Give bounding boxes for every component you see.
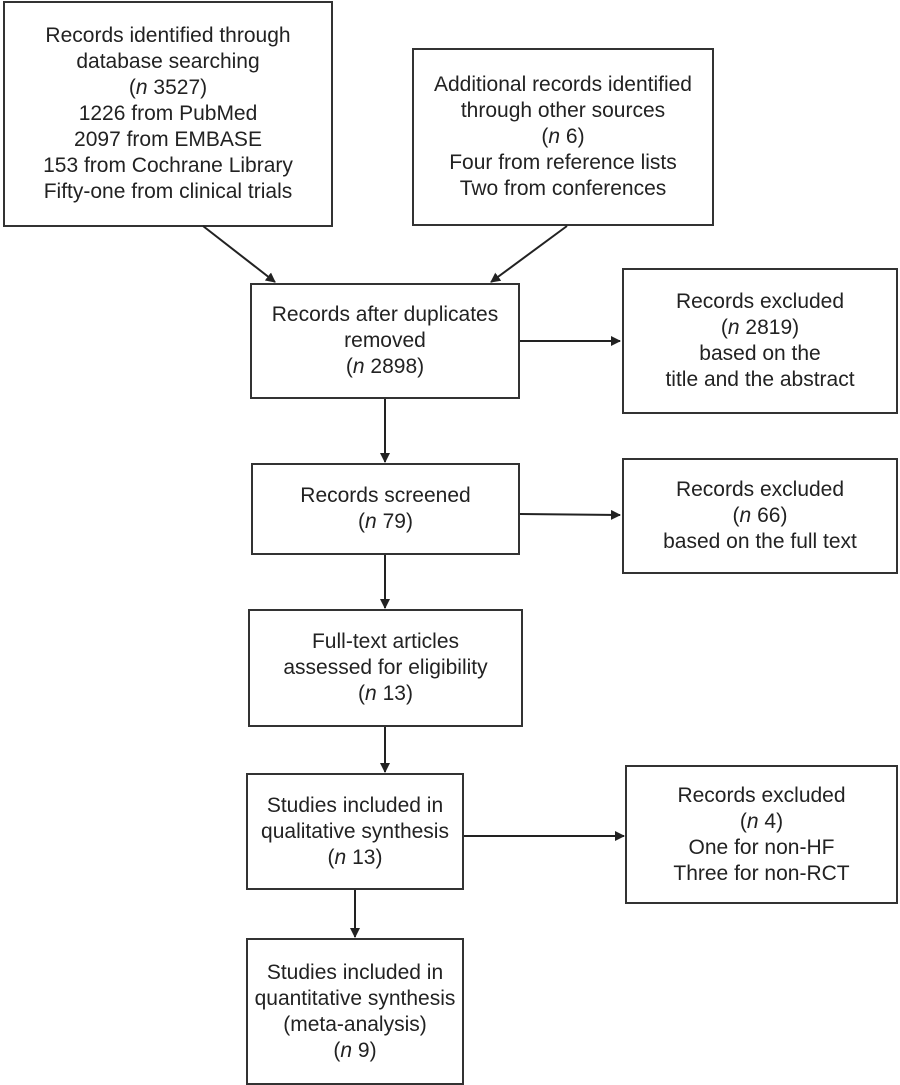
box-text: quantitative synthesis	[254, 986, 456, 1010]
arrow-screened-to-excluded	[519, 509, 621, 520]
box-quantitative-synthesis: Studies included in quantitative synthes…	[246, 938, 464, 1085]
box-records-screened: Records screened (n 79)	[251, 463, 520, 555]
arrow-other-to-duplicates	[490, 225, 568, 283]
box-detail: One for non-HF	[688, 835, 835, 859]
box-text: Records excluded	[675, 478, 845, 501]
box-after-duplicates-removed: Records after duplicates removed (n 2898…	[250, 283, 520, 399]
box-text: Additional records identified	[434, 73, 692, 96]
arrow-db-to-duplicates	[202, 225, 276, 283]
box-text: Records excluded	[677, 783, 846, 807]
box-count: (n 4)	[739, 809, 784, 833]
box-detail: Fifty-one from clinical trials	[43, 180, 293, 203]
box-text: (meta-analysis)	[283, 1012, 427, 1036]
box-detail: title and the abstract	[665, 368, 855, 391]
box-detail: Two from conferences	[459, 177, 667, 200]
box-count: (n 2819)	[720, 316, 800, 339]
box-text: Full-text articles	[311, 630, 460, 653]
box-text: removed	[344, 329, 426, 352]
box-qualitative-synthesis: Studies included in qualitative synthesi…	[246, 773, 464, 890]
box-detail: Three for non-RCT	[673, 861, 850, 885]
box-count: (n 66)	[732, 504, 788, 527]
box-count: (n 3527)	[128, 76, 208, 99]
box-identified-other-sources: Additional records identified through ot…	[412, 48, 714, 226]
box-text: through other sources	[460, 99, 666, 122]
box-detail: Four from reference lists	[449, 151, 677, 174]
box-detail: based on the full text	[663, 530, 857, 553]
box-count: (n 13)	[327, 845, 383, 869]
box-identified-database: Records identified through database sear…	[3, 1, 333, 227]
box-text: qualitative synthesis	[261, 819, 449, 843]
box-text: database searching	[76, 50, 260, 73]
box-detail: 153 from Cochrane Library	[43, 154, 293, 177]
box-text: Records excluded	[675, 290, 845, 313]
box-text: Records identified through	[45, 24, 291, 47]
box-count: (n 9)	[333, 1038, 377, 1062]
box-count: (n 13)	[358, 682, 413, 705]
box-detail: 1226 from PubMed	[78, 102, 258, 125]
box-text: assessed for eligibility	[283, 656, 488, 679]
box-text: Studies included in	[266, 793, 444, 817]
box-excluded-title-abstract: Records excluded (n 2819) based on the t…	[622, 268, 898, 414]
box-count: (n 6)	[541, 125, 585, 148]
box-excluded-full-text: Records excluded (n 66) based on the ful…	[622, 458, 898, 574]
box-excluded-final: Records excluded (n 4) One for non-HF Th…	[625, 765, 898, 904]
box-detail: 2097 from EMBASE	[74, 128, 262, 151]
box-text: Records screened	[300, 484, 471, 507]
box-full-text-assessed: Full-text articles assessed for eligibil…	[248, 609, 523, 727]
box-text: Records after duplicates	[271, 303, 499, 326]
box-detail: based on the	[699, 342, 821, 365]
box-count: (n 79)	[358, 510, 413, 533]
box-text: Studies included in	[266, 960, 444, 984]
box-count: (n 2898)	[345, 355, 425, 378]
